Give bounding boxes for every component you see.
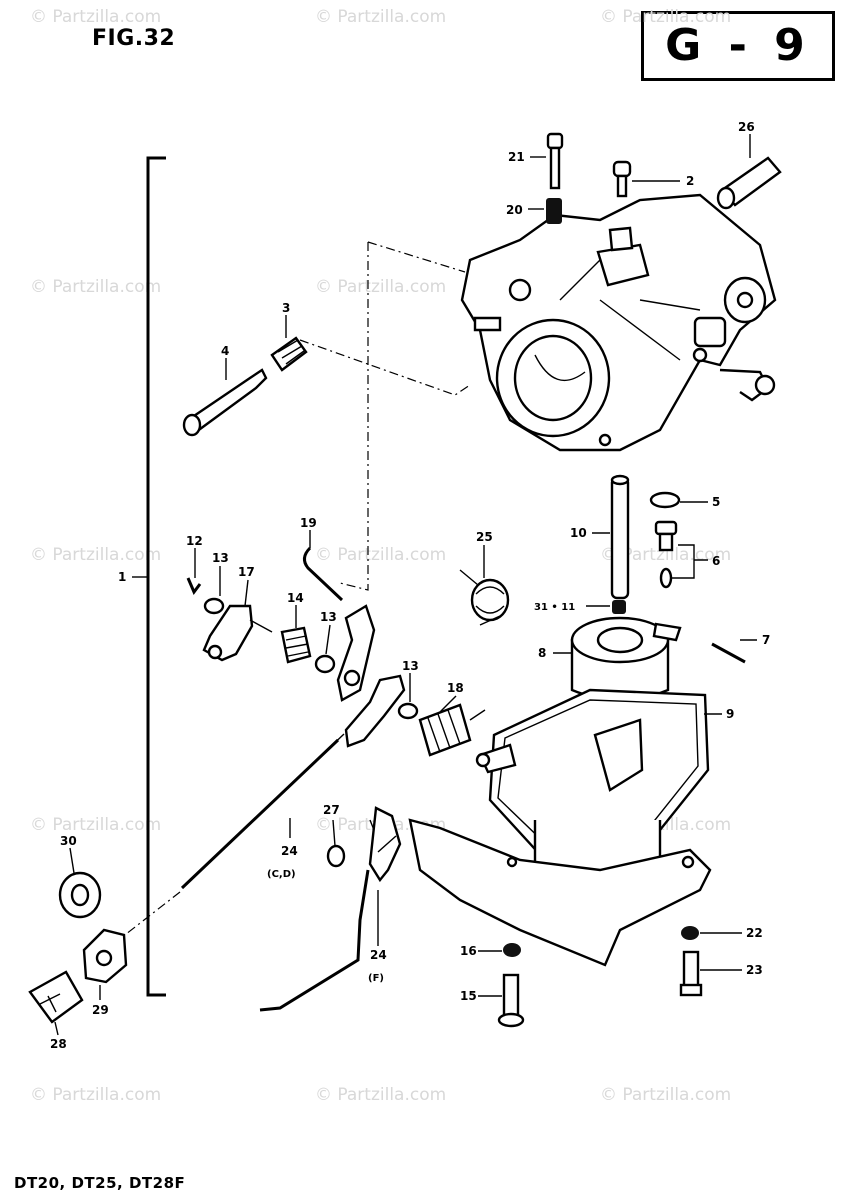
- part-22-nut: [681, 926, 699, 940]
- callout-3: 3: [282, 301, 290, 315]
- part-24-f-rod: [259, 806, 402, 1012]
- callout-24-variant: (F): [368, 973, 384, 984]
- callout-19: 19: [300, 516, 317, 530]
- callout-28: 28: [50, 1037, 67, 1051]
- callout-24: 24: [370, 948, 387, 962]
- mounting-bracket: [408, 818, 712, 967]
- callout-30: 30: [60, 834, 77, 848]
- part-30-knob: [58, 871, 102, 919]
- watermark-text: © Partzilla.com: [30, 815, 161, 835]
- callout-13: 13: [402, 659, 419, 673]
- watermark-text: © Partzilla.com: [315, 277, 446, 297]
- part-24-rod-edge: [185, 733, 345, 885]
- callout-4: 4: [221, 344, 229, 358]
- part-20-spring: [546, 198, 562, 224]
- part-13-washer: [397, 702, 419, 720]
- callout-24: 24: [281, 844, 298, 858]
- watermark-text: © Partzilla.com: [30, 277, 161, 297]
- callout-13: 13: [212, 551, 229, 565]
- part-3-spring: [270, 336, 308, 372]
- throttle-lever: [336, 604, 406, 748]
- callout-8: 8: [538, 646, 546, 660]
- figure-title: FIG.32: [92, 26, 176, 51]
- callout-1: 1: [118, 570, 126, 584]
- part-4-screw: [182, 368, 268, 437]
- callout-31-11: 31 • 11: [534, 602, 575, 613]
- callout-10: 10: [570, 526, 587, 540]
- watermark-text: © Partzilla.com: [315, 545, 446, 565]
- callout-25: 25: [476, 530, 493, 544]
- part-23-screw: [679, 950, 703, 997]
- part-12-clip: [186, 577, 202, 595]
- callout-14: 14: [287, 591, 304, 605]
- part-17-lever: [202, 604, 273, 662]
- callout-17: 17: [238, 565, 255, 579]
- leader-line: [367, 241, 466, 273]
- part-13-washer: [314, 654, 336, 674]
- watermark-text: © Partzilla.com: [30, 7, 161, 27]
- watermark-text: © Partzilla.com: [30, 1085, 161, 1105]
- callout-18: 18: [447, 681, 464, 695]
- section-code: G - 9: [665, 20, 811, 71]
- callout-labels: 1 2 3 4 5 6 7 8 9 10 31 • 11 12 13 13 13…: [50, 120, 770, 1051]
- callout-27: 27: [323, 803, 340, 817]
- callout-23: 23: [746, 963, 763, 977]
- part-18-spring: [418, 703, 486, 757]
- model-list: DT20, DT25, DT28F: [14, 1174, 186, 1192]
- callout-13: 13: [320, 610, 337, 624]
- part-15-screw: [497, 973, 525, 1028]
- part-21-screw: [546, 132, 564, 190]
- callout-29: 29: [92, 1003, 109, 1017]
- assembly-bracket: [132, 156, 166, 997]
- part-2-screw: [612, 160, 632, 198]
- part-14-spring: [280, 626, 312, 664]
- part-6-plug: [654, 520, 678, 589]
- callout-7: 7: [762, 633, 770, 647]
- callout-22: 22: [746, 926, 763, 940]
- callout-leaders: [54, 134, 757, 1036]
- callout-20: 20: [506, 203, 523, 217]
- carburetor-body: [460, 193, 777, 452]
- callout-15: 15: [460, 989, 477, 1003]
- part-5-o-ring: [649, 491, 681, 509]
- callout-5: 5: [712, 495, 720, 509]
- part-29-fitting: [82, 928, 128, 984]
- part-7-pin: [711, 642, 746, 664]
- watermark-layer: © Partzilla.com © Partzilla.com © Partzi…: [30, 7, 731, 1105]
- callout-2: 2: [686, 174, 694, 188]
- callout-26: 26: [738, 120, 755, 134]
- callout-9: 9: [726, 707, 734, 721]
- part-27: [326, 844, 346, 868]
- callout-12: 12: [186, 534, 203, 548]
- watermark-text: © Partzilla.com: [30, 545, 161, 565]
- callout-21: 21: [508, 150, 525, 164]
- part-25-spring: [459, 569, 510, 626]
- leader-line: [299, 339, 471, 396]
- part-8-float: [570, 616, 682, 702]
- part-28-cap: [28, 970, 84, 1024]
- part-16-washer: [503, 943, 521, 957]
- part-10-tube: [610, 474, 630, 600]
- part-19-link: [303, 546, 344, 602]
- part-13-washer: [203, 597, 225, 615]
- callout-16: 16: [460, 944, 477, 958]
- watermark-text: © Partzilla.com: [600, 1085, 731, 1105]
- section-code-box: G - 9: [641, 11, 835, 81]
- part-26-fitting: [716, 156, 782, 210]
- watermark-text: © Partzilla.com: [600, 7, 731, 27]
- callout-24-variant: (C,D): [267, 869, 296, 880]
- watermark-text: © Partzilla.com: [315, 1085, 446, 1105]
- callout-6: 6: [712, 554, 720, 568]
- watermark-text: © Partzilla.com: [315, 7, 446, 27]
- leader-line: [339, 242, 369, 591]
- part-31-11: [612, 600, 626, 614]
